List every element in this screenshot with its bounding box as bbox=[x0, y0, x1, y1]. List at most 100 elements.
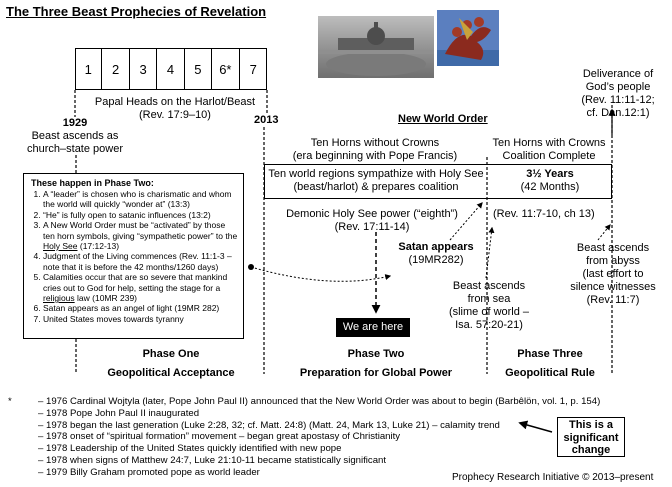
demonic-line2: (Rev. 17:11-14) bbox=[334, 221, 410, 233]
box-right-line1: 3½ Years bbox=[526, 168, 574, 180]
footnote-item: – 1978 when signs of Matthew 24:7, Luke … bbox=[38, 454, 387, 466]
phase-two-item-text-end: (17:12-13) bbox=[77, 241, 120, 252]
footnote-item: – 1978 Pope John Paul II inaugurated bbox=[38, 407, 200, 419]
significant-change-box: This is a significant change bbox=[557, 417, 625, 457]
horns-with-line1: Ten Horns with Crowns bbox=[492, 137, 606, 149]
significant-line3: change bbox=[571, 444, 611, 456]
phase-two-desc: Preparation for Global Power bbox=[299, 367, 453, 379]
satan-appears-block: Satan appears (19MR282) bbox=[386, 241, 486, 267]
phase-two-list-item: “He” is fully open to satanic influences… bbox=[43, 210, 238, 220]
papal-heads-box bbox=[75, 48, 267, 90]
vatican-square-photo bbox=[318, 16, 434, 78]
beast-abyss-line1: Beast ascends bbox=[576, 242, 650, 254]
phase-two-list: A “leader” is chosen who is charismatic … bbox=[31, 189, 238, 324]
horns-with-line2: Coalition Complete bbox=[502, 150, 596, 162]
phase-two-list-item: Satan appears as an angel of light (19MR… bbox=[43, 303, 238, 313]
footnote-marker: * bbox=[8, 396, 12, 407]
box-left-line2: (beast/harlot) & prepares coalition bbox=[293, 181, 459, 193]
phase-two-item-text-end: law (10MR 239) bbox=[74, 293, 138, 304]
new-world-order-label: New World Order bbox=[398, 113, 488, 125]
year-1929-block: 1929 Beast ascends as church–state power bbox=[20, 117, 130, 156]
deliverance-line3: (Rev. 11:11-12; bbox=[581, 94, 655, 106]
papal-heads-label-line1: Papal Heads on the Harlot/Beast bbox=[94, 96, 256, 108]
papal-heads-label: Papal Heads on the Harlot/Beast (Rev. 17… bbox=[60, 96, 290, 122]
horns-with-crowns: Ten Horns with Crowns Coalition Complete bbox=[486, 137, 612, 163]
year-1929-line1: Beast ascends as bbox=[31, 130, 119, 142]
papal-head-cell: 4 bbox=[157, 48, 185, 90]
footnote-item: – 1978 Leadership of the United States q… bbox=[38, 443, 342, 455]
phase-two-item-text: Satan appears as an angel of light (19MR… bbox=[43, 303, 220, 314]
phase-two-label: Phase Two Preparation for Global Power bbox=[266, 348, 486, 380]
phase-two-list-box: These happen in Phase Two: A “leader” is… bbox=[23, 173, 244, 339]
beast-abyss-line5: (Rev. 11:7) bbox=[586, 294, 640, 306]
beast-sea-line3: (slime of world – bbox=[448, 306, 530, 318]
papal-heads-label-line2: (Rev. 17:9–10) bbox=[139, 109, 211, 121]
footnote-item: – 1978 began the last generation (Luke 2… bbox=[38, 419, 500, 431]
phase-two-list-heading: These happen in Phase Two: bbox=[31, 178, 154, 188]
phase-two-item-underlined: Holy See bbox=[43, 241, 78, 252]
phase-two-item-text: A “leader” is chosen who is charismatic … bbox=[43, 189, 232, 210]
copyright: Prophecy Research Initiative © 2013–pres… bbox=[452, 472, 654, 483]
horns-without-line1: Ten Horns without Crowns bbox=[310, 137, 440, 149]
phase-two-list-item: A New World Order must be “activated” by… bbox=[43, 220, 238, 251]
beast-sea-line1: Beast ascends bbox=[452, 280, 526, 292]
beast-abyss-line2: from abyss bbox=[586, 255, 640, 267]
footnote-item: – 1976 Cardinal Wojtyla (later, Pope Joh… bbox=[38, 396, 601, 407]
demonic-line1: Demonic Holy See power (“eighth”) bbox=[286, 208, 458, 220]
footnote-list: – 1976 Cardinal Wojtyla (later, Pope Joh… bbox=[38, 396, 638, 479]
phase-two-item-text: United States moves towards tyranny bbox=[43, 313, 184, 324]
year-1929: 1929 bbox=[62, 117, 88, 129]
phase-timeline-box bbox=[264, 164, 612, 199]
phase-two-item-text: Calamities occur that are so severe that… bbox=[43, 272, 228, 293]
year-2013: 2013 bbox=[254, 114, 279, 126]
phase-one-desc: Geopolitical Acceptance bbox=[107, 367, 235, 379]
deliverance-block: Deliverance of God’s people (Rev. 11:11-… bbox=[564, 68, 672, 120]
significant-line1: This is a bbox=[568, 419, 614, 431]
horns-without-line2: (era beginning with Pope Francis) bbox=[292, 150, 458, 162]
phase-two-item-text: Judgment of the Living commences (Rev. 1… bbox=[43, 251, 232, 272]
box-left-text: Ten world regions sympathize with Holy S… bbox=[266, 168, 486, 194]
seven-headed-beast-image bbox=[437, 10, 499, 66]
deliverance-line1: Deliverance of bbox=[582, 68, 654, 80]
papal-head-cell: 1 bbox=[75, 48, 103, 90]
footnote-item: – 1979 Billy Graham promoted pope as wor… bbox=[38, 466, 260, 478]
phase-two-name: Phase Two bbox=[347, 348, 405, 360]
box-left-line1: Ten world regions sympathize with Holy S… bbox=[268, 168, 484, 180]
box-right-text: 3½ Years (42 Months) bbox=[490, 168, 610, 194]
beast-abyss-line4: silence witnesses bbox=[570, 281, 656, 293]
box-right-line2: (42 Months) bbox=[520, 181, 580, 193]
page-title: The Three Beast Prophecies of Revelation bbox=[6, 4, 267, 19]
deliverance-line2: God’s people bbox=[585, 81, 651, 93]
phase-two-list-item: Calamities occur that are so severe that… bbox=[43, 272, 238, 303]
papal-head-cell: 7 bbox=[249, 61, 257, 77]
phase-two-item-underlined: religious bbox=[43, 293, 75, 304]
satan-appears-title: Satan appears bbox=[398, 241, 474, 253]
rev11-reference: (Rev. 11:7-10, ch 13) bbox=[493, 208, 595, 220]
phase-two-list-item: United States moves towards tyranny bbox=[43, 314, 238, 324]
phase-two-item-text: A New World Order must be “activated” by… bbox=[43, 220, 238, 241]
satan-appears-ref: (19MR282) bbox=[408, 254, 464, 266]
beast-sea-block: Beast ascends from sea (slime of world –… bbox=[436, 280, 542, 332]
beast-abyss-block: Beast ascends from abyss (last effort to… bbox=[556, 242, 670, 307]
papal-head-cell: 5 bbox=[185, 48, 213, 90]
papal-head-cell: 2 bbox=[102, 48, 130, 90]
phase-one-label: Phase One Geopolitical Acceptance bbox=[78, 348, 264, 380]
year-1929-line2: church–state power bbox=[27, 143, 123, 155]
beast-sea-line4: Isa. 57:20-21) bbox=[455, 319, 523, 331]
papal-head-cell: 3 bbox=[130, 48, 158, 90]
horns-without-crowns: Ten Horns without Crowns (era beginning … bbox=[270, 137, 480, 163]
papal-head-cell: 6* bbox=[212, 48, 240, 90]
significant-line2: significant bbox=[563, 431, 619, 444]
deliverance-line4: cf. Dan.12:1) bbox=[586, 107, 650, 119]
phase-three-name: Phase Three bbox=[517, 348, 583, 360]
we-are-here-badge: We are here bbox=[336, 318, 410, 337]
phase-three-label: Phase Three Geopolitical Rule bbox=[488, 348, 612, 380]
phase-two-list-item: Judgment of the Living commences (Rev. 1… bbox=[43, 251, 238, 272]
demonic-power-block: Demonic Holy See power (“eighth”) (Rev. … bbox=[274, 208, 470, 234]
beast-sea-line2: from sea bbox=[467, 293, 511, 305]
phase-three-desc: Geopolitical Rule bbox=[505, 367, 595, 379]
phase-two-item-text: “He” is fully open to satanic influences… bbox=[43, 209, 211, 220]
phase-one-name: Phase One bbox=[142, 348, 200, 360]
